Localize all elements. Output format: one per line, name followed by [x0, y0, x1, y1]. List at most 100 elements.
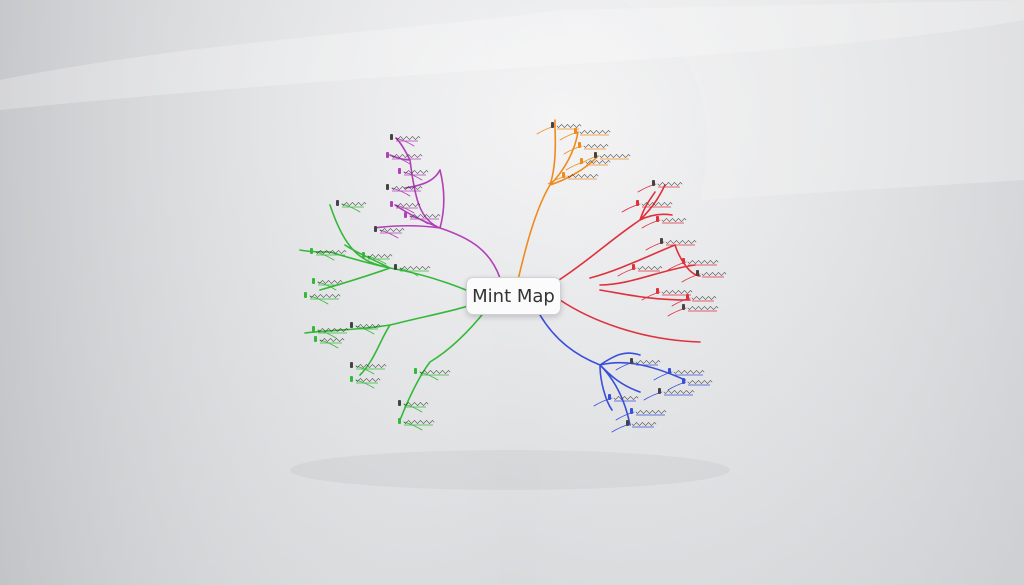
leaf-connector	[391, 187, 411, 197]
leaf-connector	[341, 203, 361, 213]
leaf-icon	[682, 378, 685, 384]
leaf-label-illegible	[391, 185, 423, 191]
leaf-icon	[304, 292, 307, 298]
branch-red	[555, 180, 727, 343]
leaf-icon	[656, 288, 659, 294]
leaf-label-illegible	[403, 419, 435, 425]
leaf-icon	[386, 184, 389, 190]
leaf-label-illegible	[317, 327, 349, 333]
leaf-label-illegible	[631, 421, 657, 427]
leaf-icon	[310, 248, 313, 254]
leaf-connector	[317, 329, 337, 339]
leaf-connector	[355, 325, 375, 335]
leaf-icon	[390, 134, 393, 140]
leaf-label-illegible	[657, 181, 683, 187]
leaf-connector	[309, 295, 329, 305]
leaf-connector	[395, 204, 415, 214]
leaf-label-illegible	[395, 135, 421, 141]
leaf-label-illegible	[315, 249, 347, 255]
leaf-label-illegible	[379, 227, 405, 233]
leaf-label-illegible	[309, 293, 341, 299]
leaf-icon	[652, 180, 655, 186]
branch-line-orange	[517, 119, 599, 281]
leaf-label-illegible	[613, 395, 639, 401]
leaf-label-illegible	[583, 143, 609, 149]
leaf-icon	[312, 326, 315, 332]
leaf-icon	[374, 226, 377, 232]
leaf-label-illegible	[635, 359, 661, 365]
leaf-label-illegible	[391, 153, 423, 159]
leaf-label-illegible	[687, 379, 713, 385]
leaf-label-illegible	[661, 289, 693, 295]
leaf-icon	[551, 122, 554, 128]
leaf-icon	[660, 238, 663, 244]
leaf-icon	[398, 400, 401, 406]
leaf-label-illegible	[599, 153, 631, 159]
leaf-label-illegible	[687, 305, 719, 311]
leaf-label-illegible	[661, 217, 687, 223]
leaf-icon	[636, 200, 639, 206]
leaf-icon	[626, 420, 629, 426]
leaf-icon	[580, 158, 583, 164]
leaf-connector	[391, 155, 411, 165]
leaf-icon	[630, 358, 633, 364]
leaf-icon	[414, 368, 417, 374]
leaf-icon	[350, 322, 353, 328]
leaf-icon	[578, 142, 581, 148]
leaf-icon	[386, 152, 389, 158]
leaf-label-illegible	[355, 323, 381, 329]
branch-orange	[517, 119, 631, 281]
leaf-icon	[686, 294, 689, 300]
leaf-label-illegible	[691, 295, 717, 301]
leaf-icon	[312, 278, 315, 284]
branch-purple	[374, 134, 501, 279]
leaf-label-illegible	[579, 129, 611, 135]
leaf-icon	[658, 388, 661, 394]
leaf-icon	[562, 172, 565, 178]
leaf-label-illegible	[355, 363, 387, 369]
leaf-label-illegible	[395, 202, 421, 208]
leaf-icon	[656, 216, 659, 222]
leaf-icon	[630, 408, 633, 414]
leaf-label-illegible	[355, 377, 381, 383]
branch-blue	[539, 314, 713, 433]
leaf-label-illegible	[637, 265, 663, 271]
leaf-icon	[682, 304, 685, 310]
leaf-label-illegible	[687, 259, 719, 265]
leaf-connector	[355, 365, 375, 375]
leaf-label-illegible	[419, 369, 451, 375]
leaf-label-illegible	[409, 213, 441, 219]
central-topic-node[interactable]: Mint Map	[466, 277, 561, 315]
leaf-connector	[403, 171, 423, 181]
leaf-connector	[317, 281, 337, 291]
leaf-label-illegible	[665, 239, 697, 245]
leaf-icon	[594, 152, 597, 158]
leaf-connector	[403, 403, 423, 413]
leaf-connector	[355, 379, 375, 389]
leaf-icon	[696, 270, 699, 276]
leaf-icon	[632, 264, 635, 270]
leaf-icon	[314, 336, 317, 342]
central-topic-label: Mint Map	[472, 285, 555, 307]
leaf-label-illegible	[663, 389, 695, 395]
leaf-label-illegible	[341, 201, 367, 207]
leaf-icon	[398, 168, 401, 174]
leaf-connector	[319, 339, 339, 349]
leaf-label-illegible	[556, 123, 582, 129]
leaf-connector	[419, 371, 439, 381]
leaf-label-illegible	[701, 271, 727, 277]
leaf-label-illegible	[673, 369, 705, 375]
leaf-connector	[399, 267, 419, 277]
branch-green	[299, 200, 487, 431]
leaf-icon	[668, 368, 671, 374]
leaf-connector	[379, 229, 399, 239]
leaf-label-illegible	[367, 253, 393, 259]
leaf-label-illegible	[585, 159, 611, 165]
leaf-label-illegible	[399, 265, 431, 271]
leaf-label-illegible	[635, 409, 667, 415]
leaf-connector	[403, 421, 423, 431]
leaf-icon	[574, 128, 577, 134]
leaf-label-illegible	[641, 201, 673, 207]
leaf-label-illegible	[403, 401, 429, 407]
